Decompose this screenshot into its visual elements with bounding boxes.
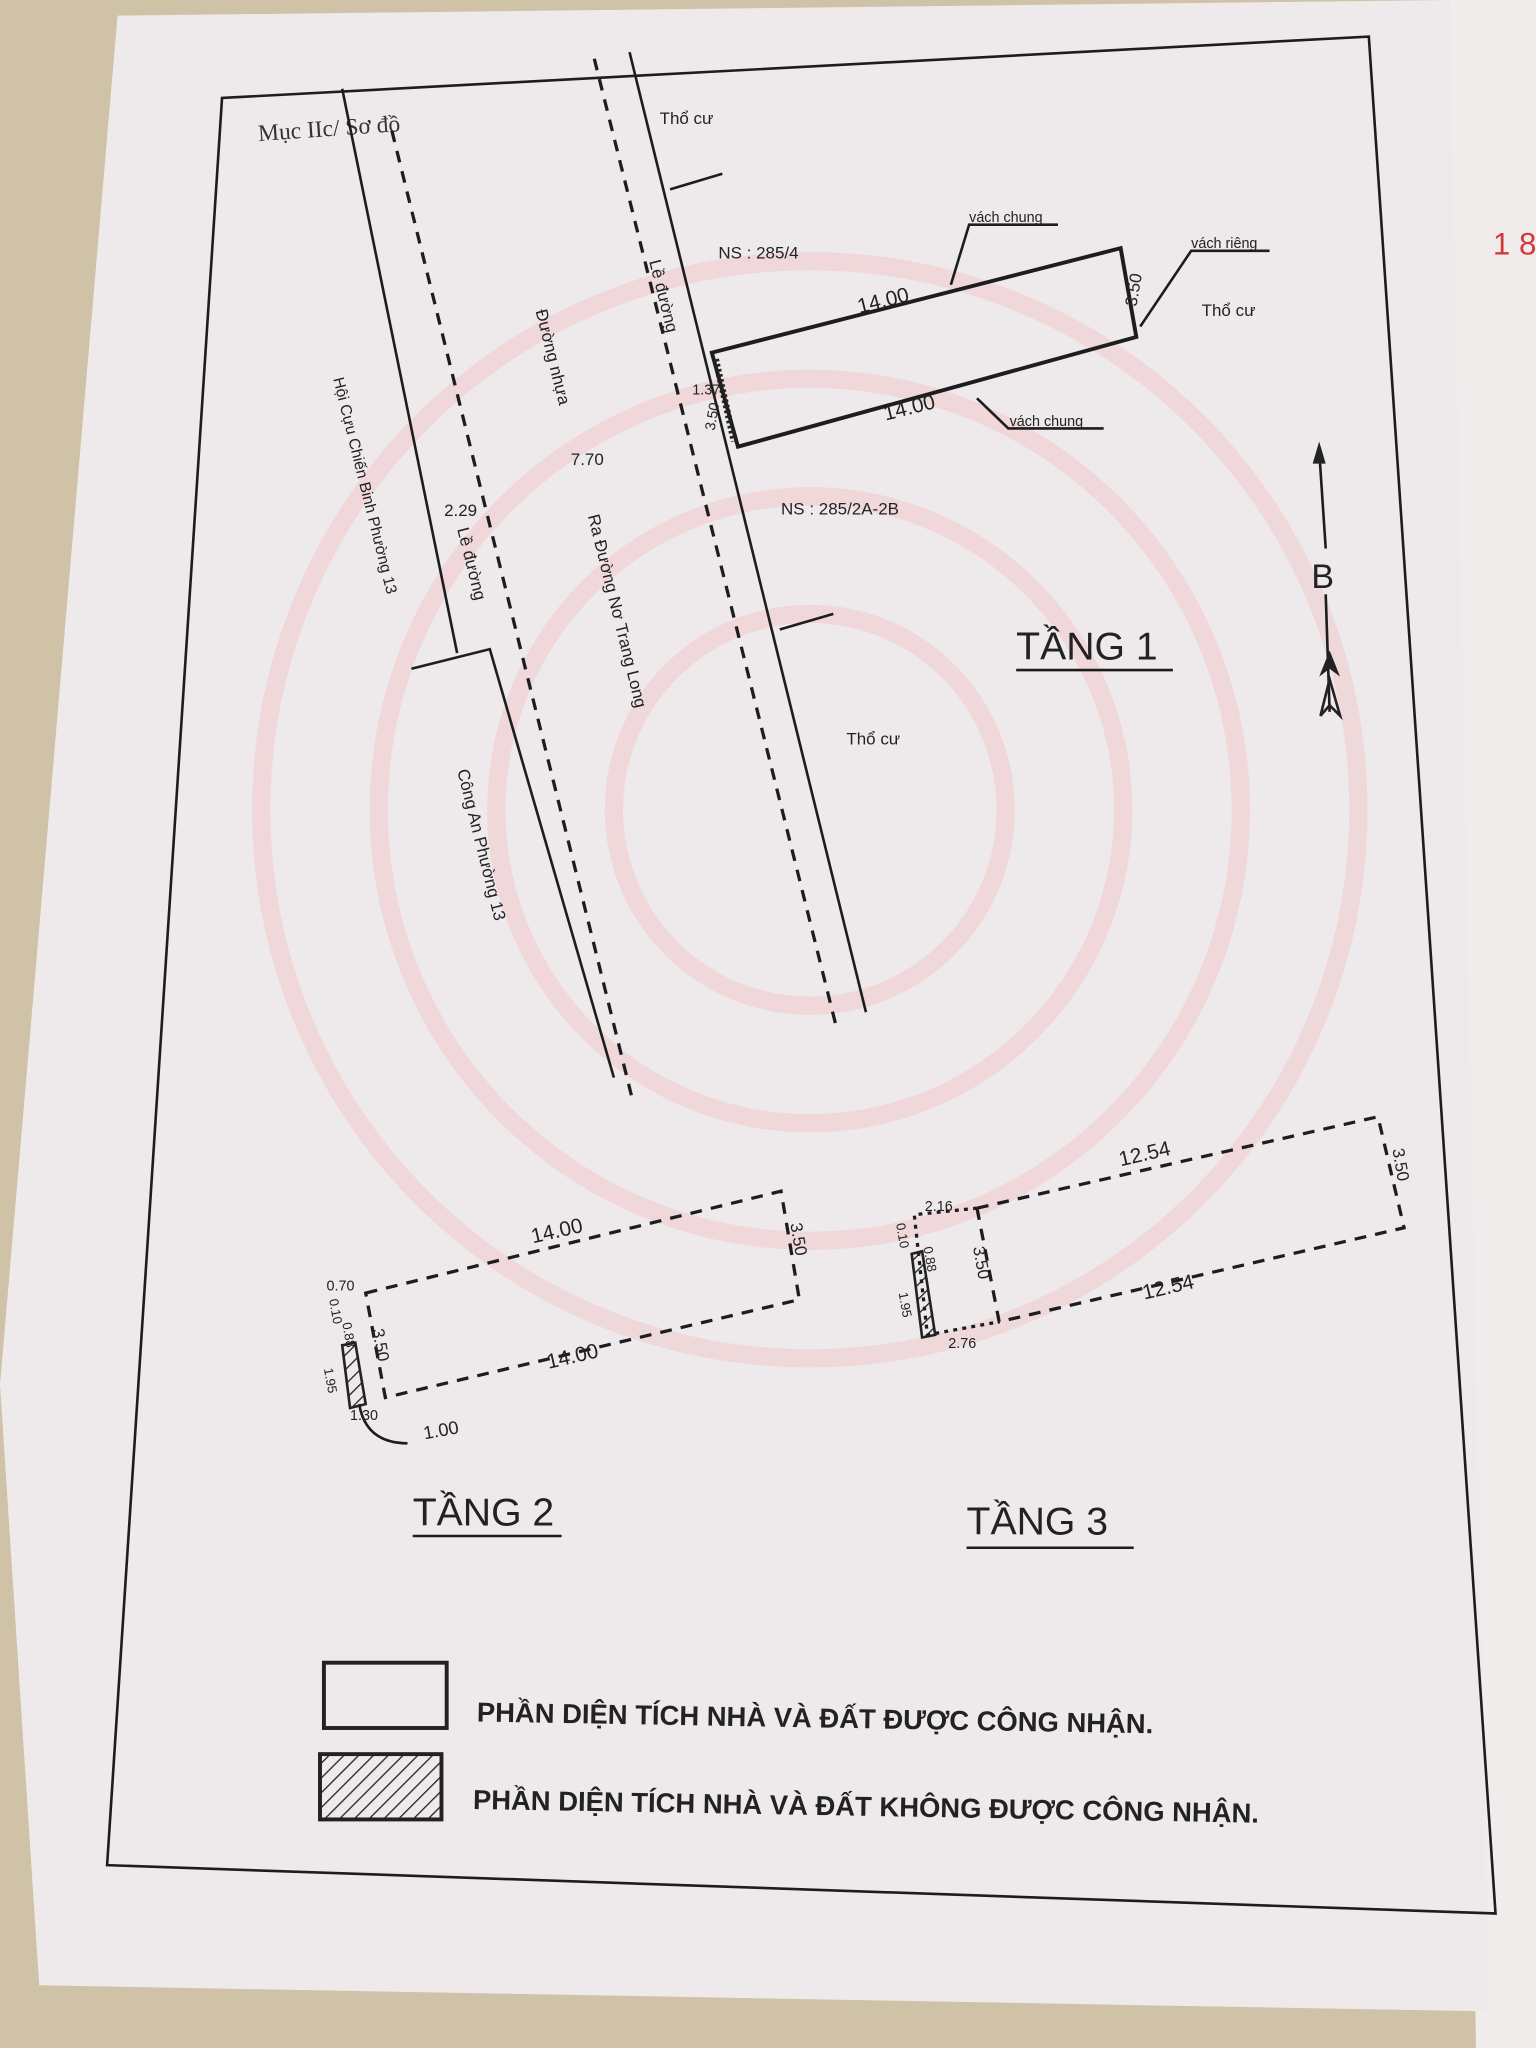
label-tho-cu-bottom: Thổ cư (846, 729, 900, 748)
floor1-plot (709, 223, 1270, 450)
dim-f2-d: 1.95 (321, 1367, 340, 1395)
dim-f3-d: 1.95 (896, 1291, 915, 1319)
dim-f2-b: 0.10 (326, 1298, 345, 1326)
dim-sidewalk: 2.29 (444, 501, 477, 520)
watermark (252, 252, 1368, 1368)
dim-f3-c: 0.88 (920, 1245, 939, 1273)
label-ns-bottom: NS : 285/2A-2B (781, 500, 899, 519)
dim-f1-left: 3.50 (703, 401, 724, 431)
page-border (105, 35, 1497, 1915)
legend-not-recognized-swatch (318, 1752, 444, 1822)
north-label: B (1311, 558, 1334, 596)
floor1-title: TẦNG 1 (1016, 625, 1157, 669)
label-tho-cu-top: Thổ cư (660, 109, 714, 128)
dim-f2-c: 0.88 (339, 1321, 358, 1349)
road-lines (340, 51, 868, 1105)
north-arrow-icon (1312, 441, 1343, 721)
dim-f3-b: 0.10 (893, 1222, 912, 1250)
dim-f2-e: 1.30 (350, 1408, 378, 1424)
floor3-plot (910, 1114, 1407, 1340)
label-vach-chung-bottom: vách chung (1010, 414, 1083, 430)
label-tho-cu-right: Thổ cư (1202, 301, 1256, 320)
label-ns-top: NS : 285/4 (718, 244, 798, 263)
dim-f1-offset: 1.37 (692, 382, 720, 398)
dim-f3-e: 2.76 (948, 1336, 976, 1352)
dim-f3-a: 2.16 (925, 1199, 953, 1215)
legend-recognized-swatch (321, 1660, 449, 1730)
label-vach-rieng: vách riêng (1191, 236, 1257, 252)
page-edge-number: 1 8 (1493, 227, 1536, 262)
floor2-plot (340, 1189, 802, 1445)
floor3-title: TẦNG 3 (967, 1500, 1108, 1544)
dim-road-width: 7.70 (571, 450, 604, 469)
label-vach-chung-top: vách chung (969, 210, 1042, 226)
floor2-title: TẦNG 2 (413, 1491, 554, 1535)
dim-f2-a: 0.70 (327, 1278, 355, 1294)
